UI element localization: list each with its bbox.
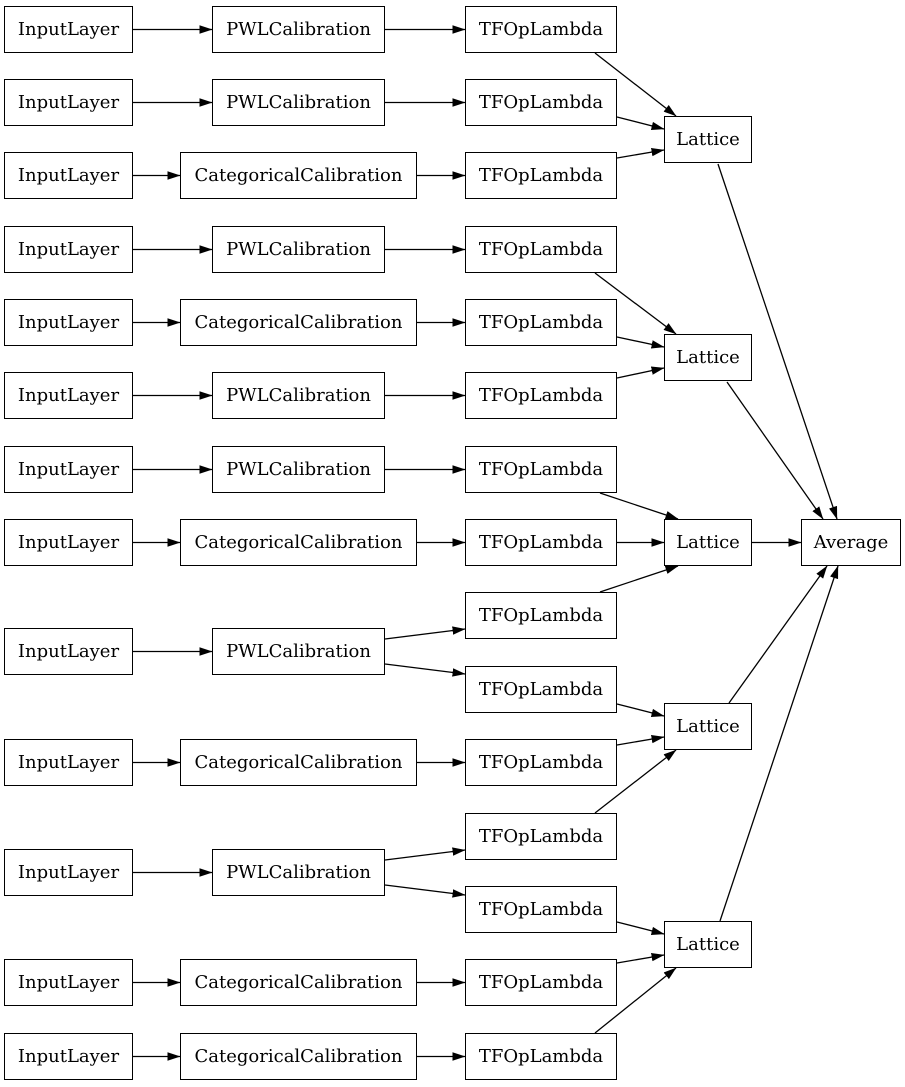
node-cal-2: PWLCalibration	[212, 79, 385, 126]
edge-lambda-2-to-lattice-1	[616, 116, 665, 130]
edge-cal-11-to-lambda-13	[384, 884, 466, 898]
edge-lattice-1-to-average	[717, 163, 838, 520]
node-lattice-4: Lattice	[664, 703, 752, 750]
edge-lambda-14-to-lattice-5	[616, 952, 665, 964]
node-lambda-11: TFOpLambda	[465, 739, 617, 786]
edge-lambda-6-to-lattice-2	[616, 366, 665, 379]
node-cal-4: PWLCalibration	[212, 226, 385, 273]
edge-lambda-15-to-lattice-5	[594, 967, 677, 1034]
node-lambda-1: TFOpLambda	[465, 6, 617, 53]
node-input-10: InputLayer	[4, 739, 133, 786]
node-lambda-3: TFOpLambda	[465, 152, 617, 199]
node-lambda-6: TFOpLambda	[465, 372, 617, 419]
edge-lambda-5-to-lattice-2	[616, 336, 665, 349]
edge-lambda-4-to-lattice-2	[594, 272, 677, 335]
node-cal-3: CategoricalCalibration	[180, 152, 417, 199]
node-input-4: InputLayer	[4, 226, 133, 273]
node-input-13: InputLayer	[4, 1033, 133, 1080]
node-input-6: InputLayer	[4, 372, 133, 419]
edge-lattice-2-to-average	[726, 381, 824, 520]
node-lambda-13: TFOpLambda	[465, 886, 617, 933]
node-lambda-2: TFOpLambda	[465, 79, 617, 126]
node-input-11: InputLayer	[4, 849, 133, 896]
node-lambda-14: TFOpLambda	[465, 959, 617, 1006]
node-lattice-2: Lattice	[664, 334, 752, 381]
edge-lambda-11-to-lattice-4	[616, 734, 665, 746]
node-input-9: InputLayer	[4, 628, 133, 675]
edge-cal-11-to-lambda-12	[384, 847, 466, 861]
node-cal-12: CategoricalCalibration	[180, 959, 417, 1006]
node-cal-7: PWLCalibration	[212, 446, 385, 493]
edge-lambda-3-to-lattice-1	[616, 147, 665, 159]
edge-lambda-1-to-lattice-1	[594, 52, 677, 117]
node-input-8: InputLayer	[4, 519, 133, 566]
edge-lambda-13-to-lattice-5	[616, 921, 665, 935]
node-lattice-3: Lattice	[664, 519, 752, 566]
edge-lambda-9-to-lattice-3	[599, 565, 679, 593]
edge-lattice-5-to-average	[719, 565, 839, 922]
node-input-7: InputLayer	[4, 446, 133, 493]
node-cal-10: CategoricalCalibration	[180, 739, 417, 786]
node-cal-5: CategoricalCalibration	[180, 299, 417, 346]
node-input-2: InputLayer	[4, 79, 133, 126]
node-lambda-12: TFOpLambda	[465, 813, 617, 860]
node-cal-8: CategoricalCalibration	[180, 519, 417, 566]
node-cal-11: PWLCalibration	[212, 849, 385, 896]
node-lattice-1: Lattice	[664, 116, 752, 163]
node-lambda-4: TFOpLambda	[465, 226, 617, 273]
node-lambda-8: TFOpLambda	[465, 519, 617, 566]
node-cal-9: PWLCalibration	[212, 628, 385, 675]
node-lambda-9: TFOpLambda	[465, 592, 617, 639]
edges	[133, 25, 839, 1061]
node-cal-6: PWLCalibration	[212, 372, 385, 419]
node-average: Average	[801, 519, 901, 566]
edge-lambda-7-to-lattice-3	[599, 492, 679, 520]
edge-lambda-12-to-lattice-4	[594, 749, 677, 814]
node-input-5: InputLayer	[4, 299, 133, 346]
node-lambda-5: TFOpLambda	[465, 299, 617, 346]
node-lattice-5: Lattice	[664, 921, 752, 968]
node-cal-1: PWLCalibration	[212, 6, 385, 53]
node-lambda-15: TFOpLambda	[465, 1033, 617, 1080]
node-input-12: InputLayer	[4, 959, 133, 1006]
edge-lambda-10-to-lattice-4	[616, 703, 665, 717]
node-input-1: InputLayer	[4, 6, 133, 53]
node-lambda-7: TFOpLambda	[465, 446, 617, 493]
node-cal-13: CategoricalCalibration	[180, 1033, 417, 1080]
edge-cal-9-to-lambda-9	[384, 626, 466, 640]
edge-lattice-4-to-average	[728, 565, 828, 704]
node-input-3: InputLayer	[4, 152, 133, 199]
node-lambda-10: TFOpLambda	[465, 666, 617, 713]
edge-cal-9-to-lambda-10	[384, 663, 466, 677]
